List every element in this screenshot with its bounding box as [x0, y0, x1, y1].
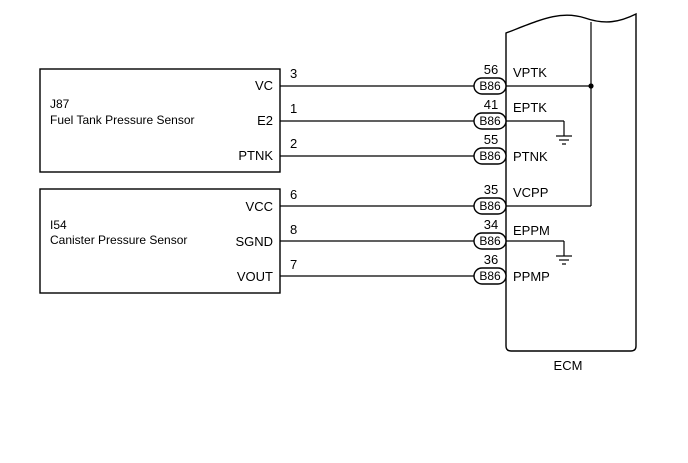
fuel-tank-sensor-name: Fuel Tank Pressure Sensor	[50, 113, 195, 127]
wire-pin-number: 3	[290, 66, 297, 81]
ecm-pin-label: EPTK	[513, 100, 547, 115]
ecm-pin-number: 35	[484, 182, 498, 197]
wire-pin-number: 7	[290, 257, 297, 272]
canister-sensor-code: I54	[50, 218, 67, 232]
svg-text:B86: B86	[479, 199, 501, 213]
svg-text:B86: B86	[479, 149, 501, 163]
canister-pin-label: VCC	[246, 199, 273, 214]
connector-badge: B86	[473, 197, 507, 215]
ecm-pin-number: 55	[484, 132, 498, 147]
wire-pin-number: 8	[290, 222, 297, 237]
ecm-box	[505, 12, 637, 352]
canister-sensor-name: Canister Pressure Sensor	[50, 233, 187, 247]
canister-sensor-box	[39, 188, 281, 294]
svg-text:B86: B86	[479, 114, 501, 128]
ecm-pin-label: VCPP	[513, 185, 548, 200]
connector-badge: B86	[473, 147, 507, 165]
canister-pin-label: SGND	[235, 234, 273, 249]
canister-pin-label: VOUT	[237, 269, 273, 284]
ecm-junction-dot	[588, 83, 594, 89]
ecm-pin-number: 41	[484, 97, 498, 112]
ecm-pin-number: 34	[484, 217, 498, 232]
ecm-pin-label: VPTK	[513, 65, 547, 80]
fuel-tank-pin-label: E2	[257, 113, 273, 128]
fuel-tank-pin-label: PTNK	[238, 148, 273, 163]
wire-pin-number: 6	[290, 187, 297, 202]
wire-pin-number: 1	[290, 101, 297, 116]
ecm-pin-label: PTNK	[513, 149, 548, 164]
fuel-tank-sensor-box	[39, 68, 281, 173]
ecm-pin-label: EPPM	[513, 223, 550, 238]
ecm-pin-number: 36	[484, 252, 498, 267]
connector-badge: B86	[473, 267, 507, 285]
connector-badge: B86	[473, 77, 507, 95]
ground-icon	[506, 240, 572, 265]
wire-pin-number: 2	[290, 136, 297, 151]
svg-text:B86: B86	[479, 79, 501, 93]
svg-text:B86: B86	[479, 234, 501, 248]
fuel-tank-sensor-code: J87	[50, 97, 70, 111]
ecm-pin-label: PPMP	[513, 269, 550, 284]
ecm-pin-number: 56	[484, 62, 498, 77]
connector-badge: B86	[473, 112, 507, 130]
ecm-label: ECM	[554, 358, 583, 373]
fuel-tank-pin-label: VC	[255, 78, 273, 93]
ground-icon	[506, 120, 572, 145]
connector-badge: B86	[473, 232, 507, 250]
svg-text:B86: B86	[479, 269, 501, 283]
